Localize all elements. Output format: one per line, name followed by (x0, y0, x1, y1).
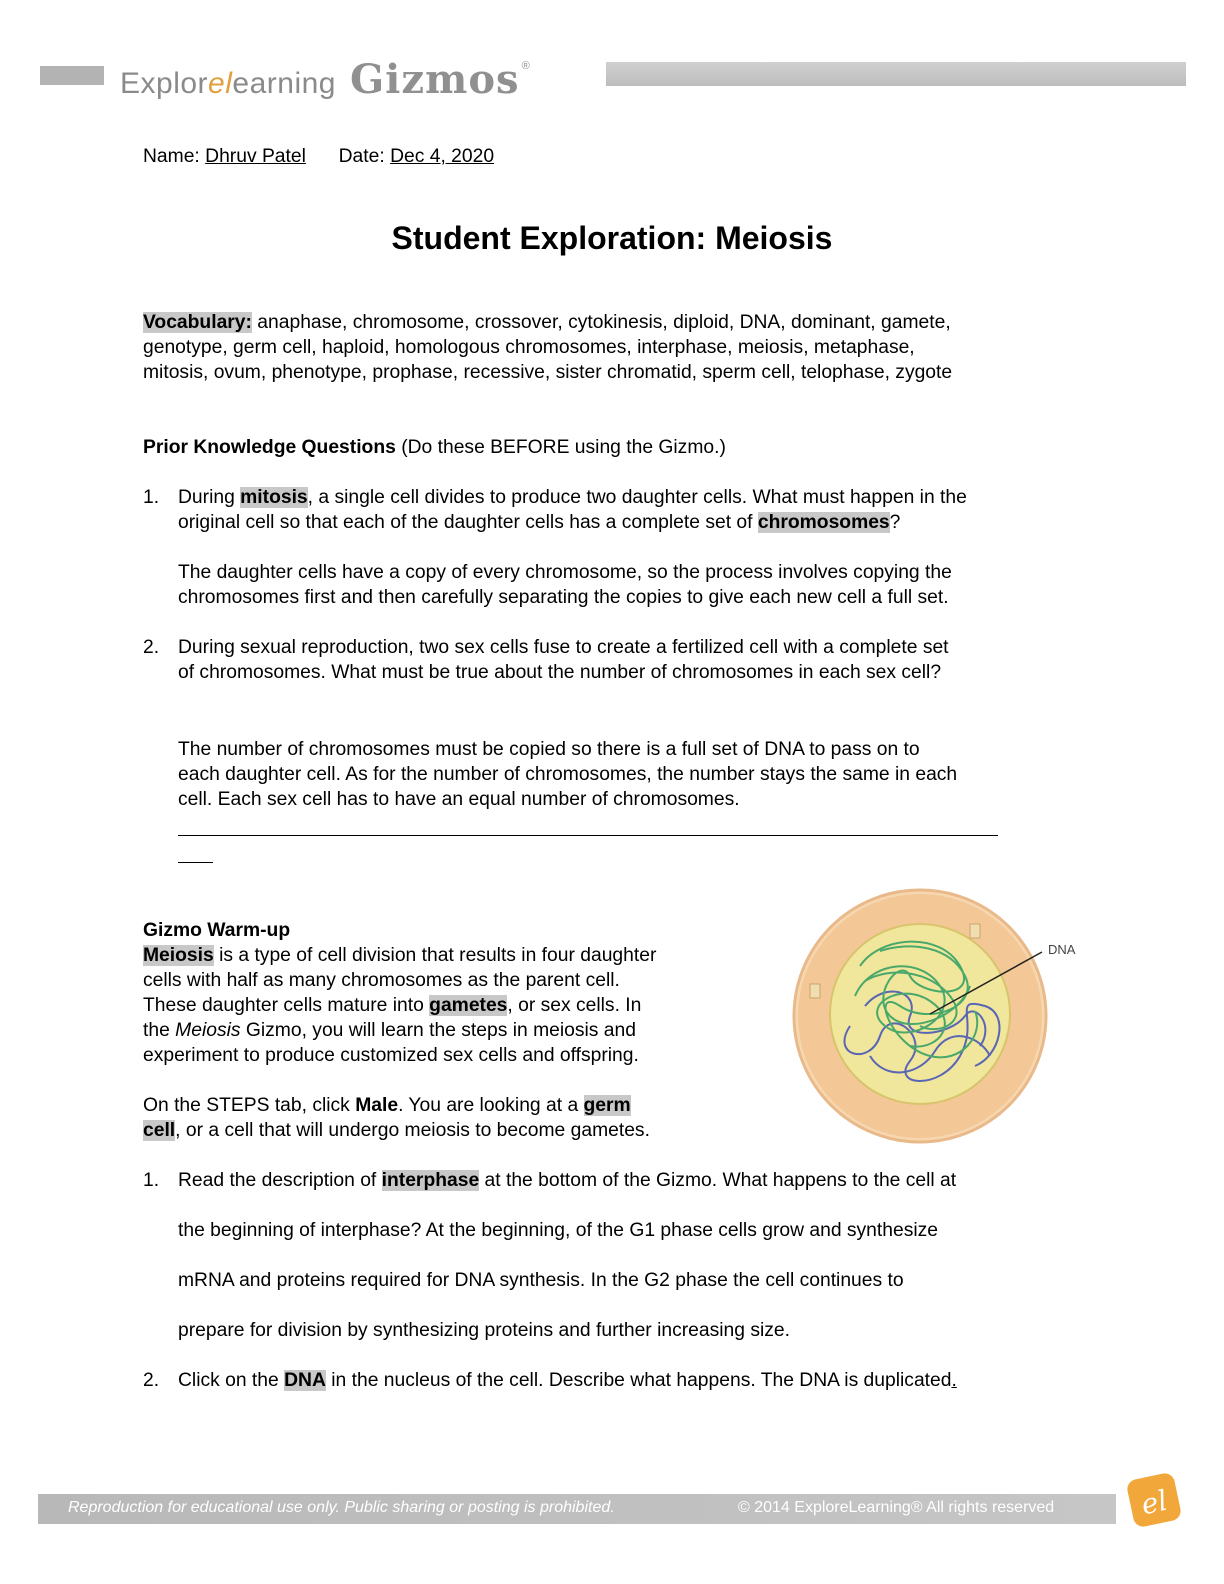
vocabulary-line-1: Vocabulary: anaphase, chromosome, crosso… (143, 310, 951, 335)
term-gametes: gametes (429, 995, 508, 1016)
prior-q2-answer-2: each daughter cell. As for the number of… (178, 764, 958, 785)
q1-pre: During (178, 487, 241, 508)
prior-q2-number: 2. (143, 637, 160, 658)
warmup-q1-post: at the bottom of the Gizmo. What happens… (479, 1170, 957, 1191)
vocabulary-text-3: mitosis, ovum, phenotype, prophase, rece… (143, 362, 953, 383)
prior-q1-answer-2: chromosomes first and then carefully sep… (178, 587, 949, 608)
q1-line2-post: ? (889, 512, 901, 533)
warmup-q1-line-1: Read the description of interphase at th… (178, 1168, 956, 1193)
meiosis-italic: Meiosis (175, 1020, 241, 1041)
prior-knowledge-heading: Prior Knowledge Questions (Do these BEFO… (143, 435, 726, 460)
answer-line-long (178, 835, 998, 836)
dna-green-strands (854, 940, 979, 1059)
centriole-2 (809, 983, 821, 999)
q1-line2-pre: original cell so that each of the daught… (178, 512, 758, 533)
dna-label: DNA (1048, 942, 1076, 957)
term-interphase: interphase (381, 1170, 480, 1191)
warmup-p1-l3-post: , or sex cells. In (507, 995, 642, 1016)
prior-q2-line-2: of chromosomes. What must be true about … (178, 662, 942, 683)
prior-q2-line-1: During sexual reproduction, two sex cell… (178, 637, 949, 658)
name-value: Dhruv Patel (205, 146, 306, 167)
warmup-p2-l2-post: , or a cell that will undergo meiosis to… (175, 1120, 650, 1141)
male-bold: Male (355, 1095, 399, 1116)
warmup-q2-line-1: Click on the DNA in the nucleus of the c… (178, 1368, 957, 1393)
warmup-p1-line-2: cells with half as many chromosomes as t… (143, 970, 620, 991)
germ-cell-figure: DNA (790, 886, 1090, 1148)
prior-q1-number: 1. (143, 487, 160, 508)
warmup-q1-answer-3: prepare for division by synthesizing pro… (178, 1320, 790, 1341)
explorelearning-logo: Explorelearning Gizmos ® (120, 56, 530, 103)
prior-q2-answer-3: cell. Each sex cell has to have an equal… (178, 789, 740, 810)
dna-pointer-line (929, 951, 1043, 1015)
q1-post: , a single cell divides to produce two d… (307, 487, 967, 508)
vocabulary-label: Vocabulary: (143, 312, 252, 333)
footer-copyright: © 2014 ExploreLearning® All rights reser… (738, 1499, 1055, 1516)
warmup-q2-tail: . (951, 1370, 957, 1391)
warmup-p2-line-1: On the STEPS tab, click Male. You are lo… (143, 1093, 631, 1118)
logo-gizmos-text: Gizmos (349, 56, 520, 103)
header-bar-right (606, 62, 1186, 86)
term-chromosomes: chromosomes (757, 512, 890, 533)
centriole-1 (969, 923, 981, 939)
prior-q2-answer-1: The number of chromosomes must be copied… (178, 739, 920, 760)
header-bar-left (40, 66, 104, 85)
answer-line-short (178, 862, 213, 863)
prior-heading-note: (Do these BEFORE using the Gizmo.) (401, 437, 726, 458)
warmup-p1-line-1: Meiosis is a type of cell division that … (143, 943, 656, 968)
warmup-heading-text: Gizmo Warm-up (143, 920, 291, 941)
warmup-q1-answer-2: mRNA and proteins required for DNA synth… (178, 1270, 904, 1291)
registered-mark: ® (521, 60, 530, 72)
name-date-line: Name: Dhruv Patel Date: Dec 4, 2020 (143, 144, 494, 169)
warmup-p1-line-5: experiment to produce customized sex cel… (143, 1045, 639, 1066)
warmup-p1-l3-pre: These daughter cells mature into (143, 995, 430, 1016)
warmup-q1-pre: Read the description of (178, 1170, 382, 1191)
explorelearning-badge-icon: el (1127, 1473, 1181, 1527)
warmup-p1-l4-pre: the (143, 1020, 176, 1041)
logo-explore-text: Explorelearning (120, 67, 336, 100)
warmup-p1-line-4: the Meiosis Gizmo, you will learn the st… (143, 1018, 636, 1043)
footer-disclaimer: Reproduction for educational use only. P… (68, 1499, 615, 1516)
vocabulary-text-2: genotype, germ cell, haploid, homologous… (143, 337, 915, 358)
footer-bar: Reproduction for educational use only. P… (38, 1494, 1116, 1524)
germ-cell-svg: DNA (792, 888, 1076, 1144)
warmup-q2-post: in the nucleus of the cell. Describe wha… (325, 1370, 952, 1391)
date-label: Date: (338, 146, 385, 167)
warmup-p1-l1: is a type of cell division that results … (213, 945, 657, 966)
warmup-q1-answer-1: the beginning of interphase? At the begi… (178, 1220, 938, 1241)
term-cell: cell (143, 1120, 176, 1141)
prior-q1-answer-1: The daughter cells have a copy of every … (178, 562, 952, 583)
term-germ: germ (583, 1095, 631, 1116)
warmup-q2-pre: Click on the (178, 1370, 285, 1391)
term-dna: DNA (284, 1370, 326, 1391)
name-label: Name: (143, 146, 200, 167)
prior-q1-line-2: original cell so that each of the daught… (178, 510, 900, 535)
dna-blue-strands (843, 990, 1001, 1082)
warmup-heading: Gizmo Warm-up (143, 918, 290, 943)
term-mitosis: mitosis (240, 487, 308, 508)
warmup-q1-number: 1. (143, 1170, 160, 1191)
warmup-p2-l1-post: . You are looking at a (398, 1095, 584, 1116)
warmup-p2-l1-pre: On the STEPS tab, click (143, 1095, 356, 1116)
warmup-p2-line-2: cell, or a cell that will undergo meiosi… (143, 1118, 650, 1143)
vocabulary-text-1: anaphase, chromosome, crossover, cytokin… (257, 312, 951, 333)
warmup-q2-number: 2. (143, 1370, 160, 1391)
warmup-p1-line-3: These daughter cells mature into gametes… (143, 993, 641, 1018)
warmup-p1-l4-post: Gizmo, you will learn the steps in meios… (240, 1020, 636, 1041)
page-title: Student Exploration: Meiosis (391, 220, 833, 256)
prior-heading-text: Prior Knowledge Questions (143, 437, 396, 458)
term-meiosis: Meiosis (143, 945, 214, 966)
date-value: Dec 4, 2020 (390, 146, 495, 167)
prior-q1-line-1: During mitosis, a single cell divides to… (178, 485, 967, 510)
